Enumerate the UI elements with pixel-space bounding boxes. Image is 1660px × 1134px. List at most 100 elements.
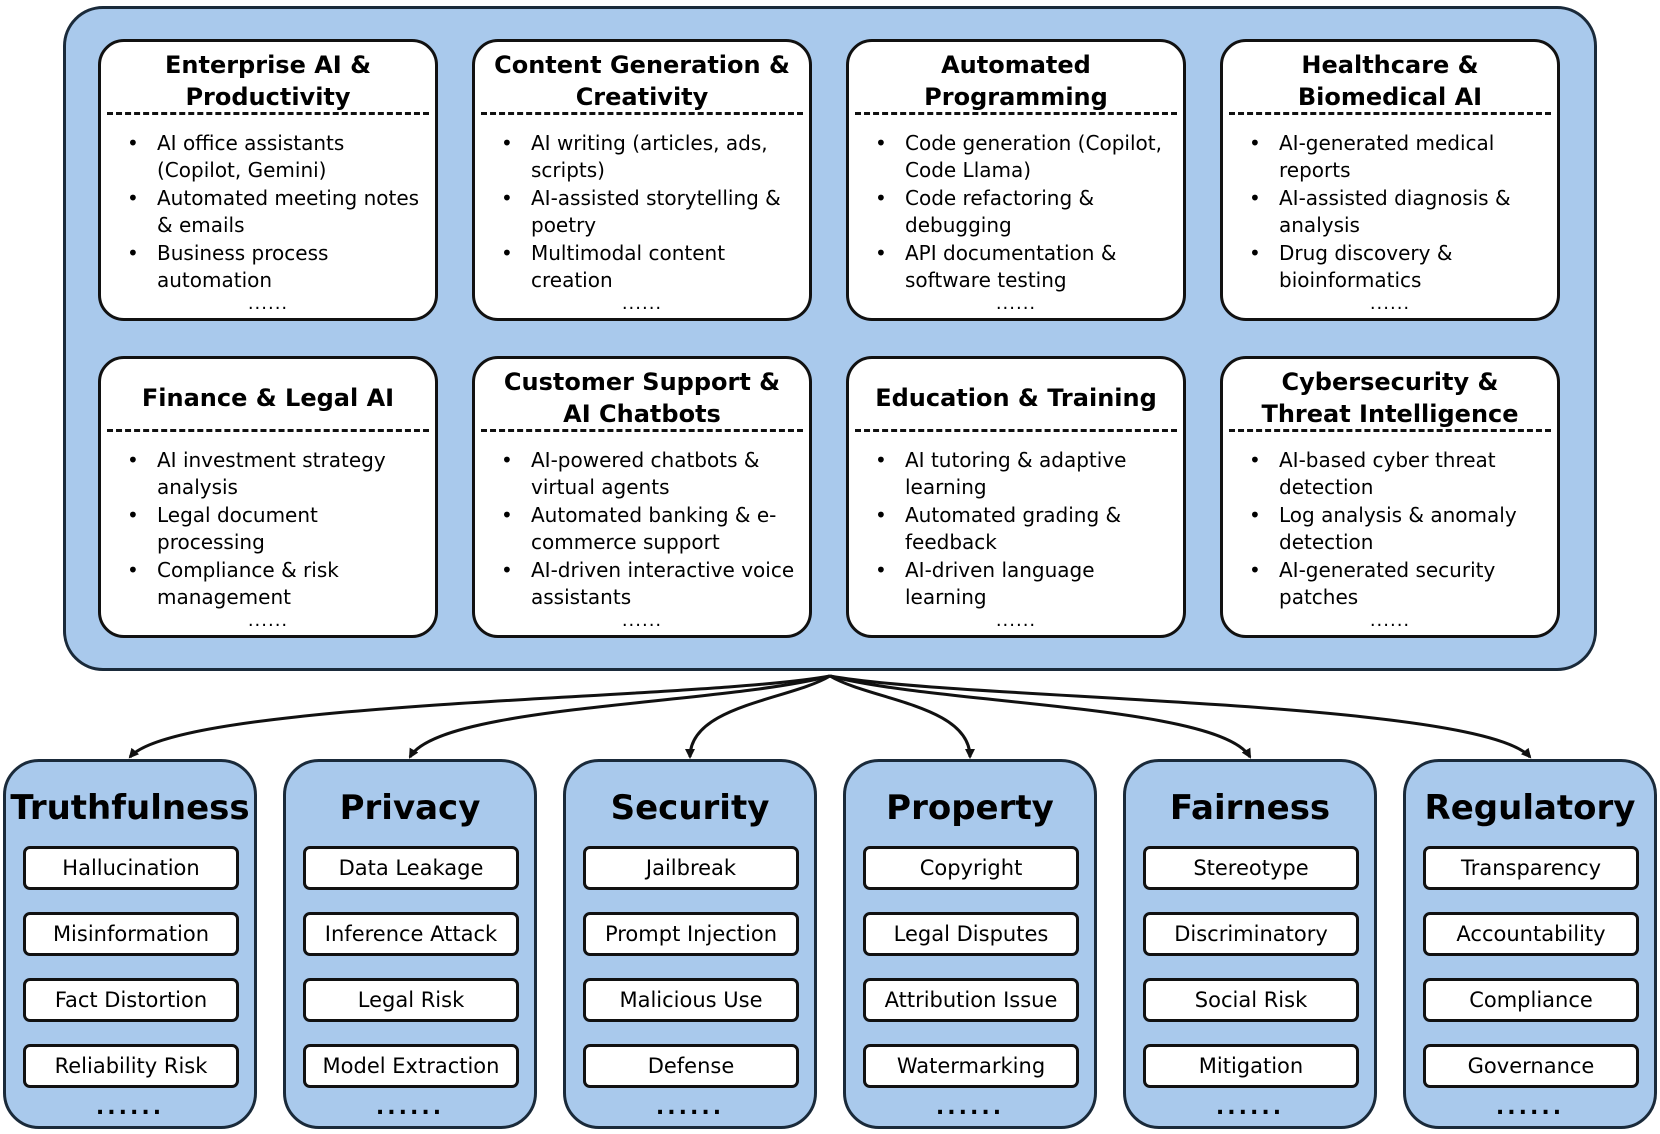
risk-item: Governance <box>1423 1044 1639 1088</box>
dashed-divider <box>1229 429 1551 432</box>
list-item: Automated grading & feedback <box>875 502 1173 556</box>
risk-item: Misinformation <box>23 912 239 956</box>
list-item: AI-generated medical reports <box>1249 130 1547 184</box>
connector-arrow <box>829 674 1252 759</box>
application-list: AI investment strategy analysisLegal doc… <box>127 447 425 612</box>
application-card: Finance & Legal AI AI investment strategy… <box>98 356 438 638</box>
risk-category-title: Privacy <box>339 788 481 828</box>
risk-item: Mitigation <box>1143 1044 1359 1088</box>
list-item: AI investment strategy analysis <box>127 447 425 501</box>
application-list: AI writing (articles, ads, scripts)AI-as… <box>501 130 799 295</box>
application-card: Cybersecurity & Threat IntelligenceAI-ba… <box>1220 356 1560 638</box>
risk-item: Compliance <box>1423 978 1639 1022</box>
more-ellipsis: ...... <box>1495 1095 1565 1120</box>
risk-item: Transparency <box>1423 846 1639 890</box>
list-item: Compliance & risk management <box>127 557 425 611</box>
application-card-title: Education & Training <box>875 384 1157 412</box>
list-item: AI-assisted diagnosis & analysis <box>1249 185 1547 239</box>
more-ellipsis: ...... <box>935 1095 1005 1120</box>
list-item: AI writing (articles, ads, scripts) <box>501 130 799 184</box>
risk-item: Malicious Use <box>583 978 799 1022</box>
risk-item: Jailbreak <box>583 846 799 890</box>
more-ellipsis: ...... <box>95 1095 165 1120</box>
risk-item: Legal Disputes <box>863 912 1079 956</box>
connector-arrow <box>128 674 831 759</box>
risk-item: Data Leakage <box>303 846 519 890</box>
more-ellipsis: ...... <box>995 293 1037 314</box>
application-card: Automated ProgrammingCode generation (Co… <box>846 39 1186 321</box>
application-card: Enterprise AI & ProductivityAI office as… <box>98 39 438 321</box>
application-card: Healthcare & Biomedical AI AI-generated m… <box>1220 39 1560 321</box>
application-card: Education & Training AI tutoring & adapti… <box>846 356 1186 638</box>
application-list: AI-based cyber threat detectionLog analy… <box>1249 447 1547 612</box>
list-item: AI office assistants (Copilot, Gemini) <box>127 130 425 184</box>
list-item: Business process automation <box>127 240 425 294</box>
dashed-divider <box>481 112 803 115</box>
list-item: API documentation & software testing <box>875 240 1173 294</box>
application-list: AI office assistants (Copilot, Gemini)Au… <box>127 130 425 295</box>
dashed-divider <box>855 429 1177 432</box>
application-card-title: Automated Programming <box>924 51 1108 111</box>
risk-item: Hallucination <box>23 846 239 890</box>
risk-category-title: Regulatory <box>1424 788 1636 828</box>
risk-item: Inference Attack <box>303 912 519 956</box>
list-item: Automated meeting notes & emails <box>127 185 425 239</box>
more-ellipsis: ...... <box>1369 293 1411 314</box>
more-ellipsis: ...... <box>247 610 289 631</box>
risk-item: Copyright <box>863 846 1079 890</box>
application-card-title: Healthcare & Biomedical AI <box>1297 51 1483 111</box>
more-ellipsis: ...... <box>621 293 663 314</box>
risk-category-title: Security <box>610 788 770 828</box>
list-item: Legal document processing <box>127 502 425 556</box>
application-card-title: Finance & Legal AI <box>141 384 395 412</box>
application-list: Code generation (Copilot, Code Llama)Cod… <box>875 130 1173 295</box>
connector-arrow <box>408 674 831 759</box>
connector-arrow <box>685 674 831 759</box>
list-item: Automated banking & e-commerce support <box>501 502 799 556</box>
risk-item: Legal Risk <box>303 978 519 1022</box>
more-ellipsis: ...... <box>375 1095 445 1120</box>
risk-item: Fact Distortion <box>23 978 239 1022</box>
list-item: AI tutoring & adaptive learning <box>875 447 1173 501</box>
risk-item: Prompt Injection <box>583 912 799 956</box>
application-list: AI-powered chatbots & virtual agentsAuto… <box>501 447 799 612</box>
application-card-title: Content Generation & Creativity <box>494 51 790 111</box>
risk-item: Watermarking <box>863 1044 1079 1088</box>
list-item: AI-driven language learning <box>875 557 1173 611</box>
risk-item: Stereotype <box>1143 846 1359 890</box>
list-item: Code generation (Copilot, Code Llama) <box>875 130 1173 184</box>
dashed-divider <box>107 429 429 432</box>
connector-arrow <box>829 674 975 759</box>
list-item: Log analysis & anomaly detection <box>1249 502 1547 556</box>
connector-arrow <box>829 674 1532 759</box>
more-ellipsis: ...... <box>1369 610 1411 631</box>
list-item: AI-powered chatbots & virtual agents <box>501 447 799 501</box>
list-item: Code refactoring & debugging <box>875 185 1173 239</box>
risk-category-title: Property <box>886 788 1054 828</box>
risk-item: Model Extraction <box>303 1044 519 1088</box>
risk-item: Accountability <box>1423 912 1639 956</box>
more-ellipsis: ...... <box>995 610 1037 631</box>
risk-item: Defense <box>583 1044 799 1088</box>
risk-item: Discriminatory <box>1143 912 1359 956</box>
dashed-divider <box>855 112 1177 115</box>
application-card-title: Customer Support & AI Chatbots <box>503 368 781 428</box>
risk-item: Social Risk <box>1143 978 1359 1022</box>
list-item: AI-generated security patches <box>1249 557 1547 611</box>
more-ellipsis: ...... <box>621 610 663 631</box>
dashed-divider <box>107 112 429 115</box>
list-item: AI-assisted storytelling & poetry <box>501 185 799 239</box>
application-card: Content Generation & Creativity AI writin… <box>472 39 812 321</box>
application-card: Customer Support & AI ChatbotsAI-powered… <box>472 356 812 638</box>
risk-item: Reliability Risk <box>23 1044 239 1088</box>
risk-item: Attribution Issue <box>863 978 1079 1022</box>
application-list: AI-generated medical reportsAI-assisted … <box>1249 130 1547 295</box>
risk-category-title: Truthfulness <box>10 788 250 828</box>
risk-category-title: Fairness <box>1169 788 1331 828</box>
list-item: AI-based cyber threat detection <box>1249 447 1547 501</box>
